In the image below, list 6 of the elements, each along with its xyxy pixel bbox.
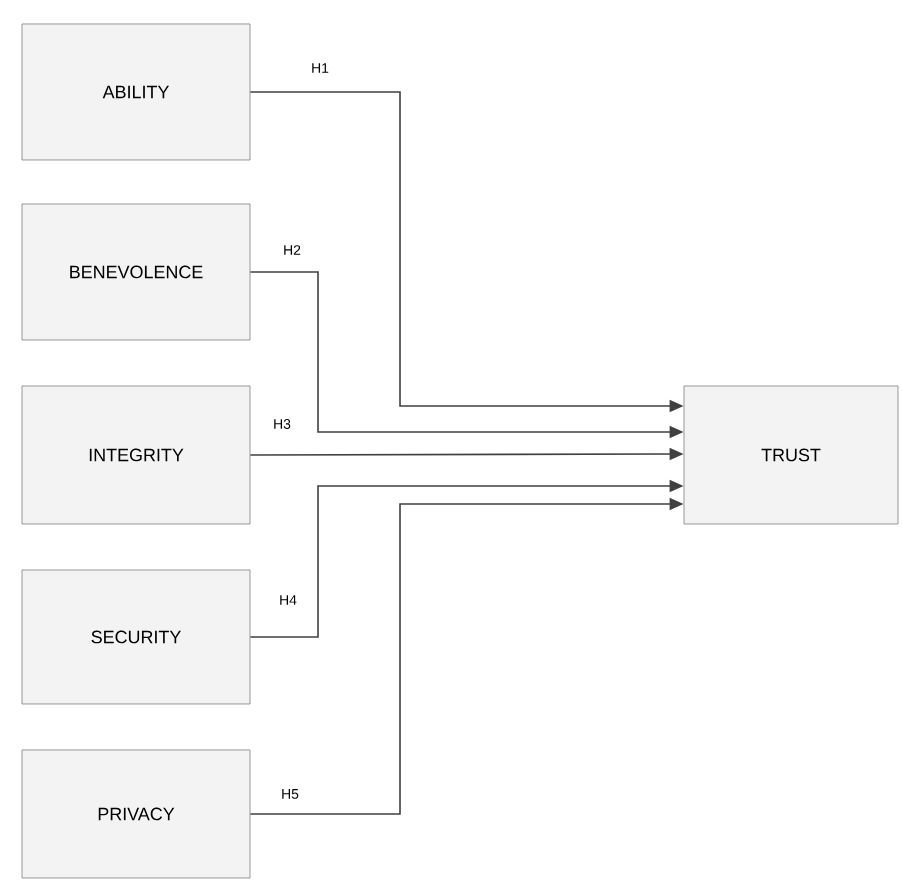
concept-box: BENEVOLENCE [21, 203, 251, 341]
concept-box: INTEGRITY [21, 385, 251, 525]
concept-box: TRUST [683, 385, 899, 525]
concept-box: PRIVACY [21, 749, 251, 879]
concept-box: ABILITY [21, 23, 251, 161]
concept-box: SECURITY [21, 569, 251, 705]
